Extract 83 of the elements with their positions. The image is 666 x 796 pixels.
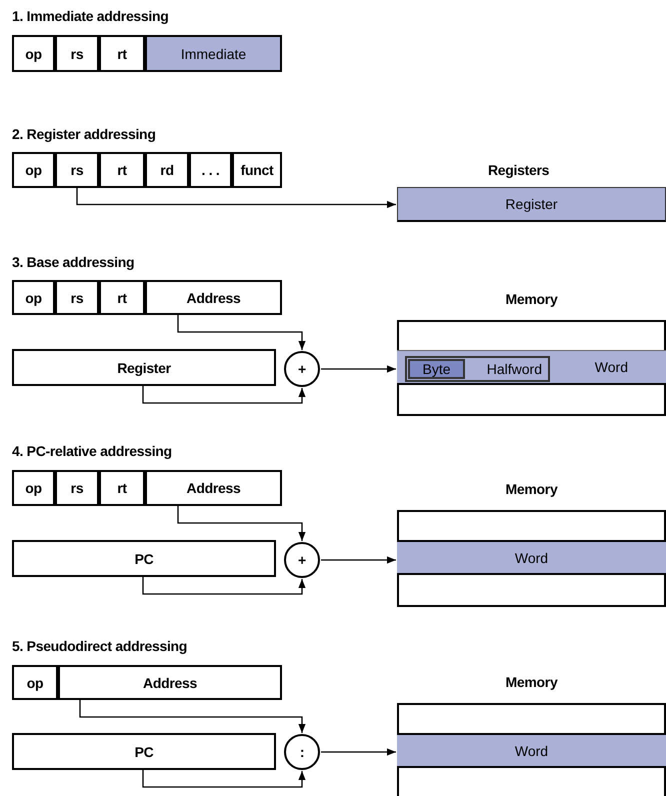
instruction-field [145,470,282,506]
halfword-box [405,356,550,382]
arrow [79,700,306,733]
pc-register-box [12,540,276,577]
memory-word-row [397,733,666,768]
field-name: rt [117,290,127,306]
register-name: Register [117,360,171,376]
register-file-heading: Registers [488,162,550,178]
memory-word-row [397,540,666,575]
section-heading: 3. Base addressing [12,254,134,270]
field-name: op [25,46,42,62]
memory-heading: Memory [506,674,558,690]
field-name: Address [143,674,197,690]
instruction-field [99,35,145,72]
halfword-label: Halfword [486,361,542,377]
instruction-field [55,152,99,188]
field-name: rd [160,162,174,178]
byte-box [408,359,465,379]
register-name: Register [505,196,558,212]
field-name: op [25,480,42,496]
instruction-field [12,280,55,315]
instruction-field [12,665,58,700]
word-label: Word [594,359,628,375]
field-name: rs [70,480,84,496]
arrow [76,188,396,208]
section-heading: 2. Register addressing [12,126,156,142]
instruction-field [55,470,99,506]
pc-register-box [12,733,276,770]
field-name: op [25,162,42,178]
operator-sign: : [300,744,304,760]
instruction-field [145,280,282,315]
adder-circle [284,542,320,578]
arrow [321,365,396,373]
field-name: rs [70,162,84,178]
instruction-field [12,35,55,72]
register-name: PC [134,550,154,566]
word-label: Word [514,742,548,758]
field-name: rt [117,46,127,62]
arrow [142,770,306,788]
field-name: funct [240,162,274,178]
instruction-field [12,152,55,188]
field-name: rs [70,46,84,62]
section-heading: 5. Pseudodirect addressing [12,638,188,654]
arrow [142,577,306,595]
field-name: op [25,290,42,306]
immediate-field [145,35,282,72]
word-label: Word [514,550,548,566]
field-name: Address [186,480,240,496]
memory-word-row [397,350,666,385]
field-name: . . . [202,162,220,178]
register-row [397,187,666,222]
section-heading: 4. PC-relative addressing [12,443,172,459]
operator-sign: + [298,552,306,568]
instruction-field [145,152,189,188]
instruction-field [232,152,282,188]
instruction-field [55,280,99,315]
instruction-field [99,152,145,188]
instruction-field [12,470,55,506]
instruction-field [99,470,145,506]
field-name: rt [117,480,127,496]
arrow [321,556,396,564]
concatenation-circle [284,734,320,770]
byte-label: Byte [422,361,450,377]
arrow [177,506,306,541]
arrow [142,386,306,404]
register-name: PC [134,744,154,760]
field-name: Immediate [180,46,246,62]
register-box [12,349,276,386]
section-heading: 1. Immediate addressing [12,8,168,24]
instruction-field [58,665,282,700]
instruction-field [189,152,232,188]
instruction-field [99,280,145,315]
instruction-field [55,35,99,72]
field-name: op [26,674,44,690]
memory-heading: Memory [506,481,558,497]
memory-heading: Memory [506,291,558,307]
field-name: rs [70,290,84,306]
arrow [177,315,306,350]
adder-circle [284,351,320,387]
field-name: Address [186,290,240,306]
arrow [321,748,396,756]
field-name: rt [117,162,127,178]
operator-sign: + [298,361,306,377]
